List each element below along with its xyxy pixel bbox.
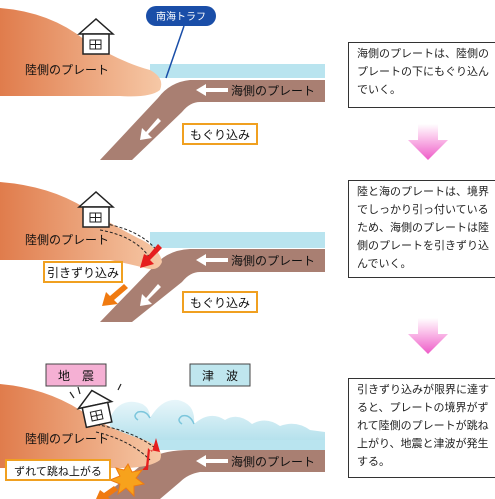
left-arrow-icon xyxy=(196,254,228,266)
red-arrow-icon xyxy=(140,244,162,268)
tilted-house-icon xyxy=(76,389,114,429)
house-icon xyxy=(77,190,115,228)
drag-label-box xyxy=(43,261,123,283)
ocean-plate-label: 海側のプレート xyxy=(231,454,315,469)
land-plate-label: 陸側のプレート xyxy=(25,432,109,446)
sea-water xyxy=(150,64,325,78)
subduct-label: もぐり込み xyxy=(190,128,250,142)
original-position-dashed xyxy=(95,431,151,461)
drag-label: 引きずり込み xyxy=(47,266,119,280)
ocean-plate-label: 海側のプレート xyxy=(231,253,315,268)
ocean-plate-label: 海側のプレート xyxy=(231,83,315,98)
original-position-dashed xyxy=(99,229,151,259)
earthquake-label: 地 震 xyxy=(58,369,94,383)
earthquake-badge xyxy=(45,363,107,387)
tsunami-wave xyxy=(110,399,325,450)
trough-label: 南海トラフ xyxy=(156,10,206,23)
land-plate xyxy=(0,182,162,270)
panel-1: 陸側のプレート 南海トラフ 海側のプレート もぐり込み xyxy=(0,6,325,160)
land-plate-label: 陸側のプレート xyxy=(25,63,109,77)
subduct-label: もぐり込み xyxy=(190,296,250,310)
down-arrow-icon xyxy=(408,318,448,354)
ocean-plate xyxy=(100,80,325,160)
wave-curl xyxy=(134,410,151,421)
orange-arrow-icon xyxy=(102,284,128,306)
land-plate xyxy=(0,8,162,97)
down-arrow-icon xyxy=(408,124,448,160)
down-left-arrow-icon xyxy=(140,284,161,306)
panel-3: 地 震 津 波 陸側のプレート ずれて跳ね上がる 海側のプレート xyxy=(0,363,325,499)
left-arrow-icon xyxy=(196,84,228,96)
sea-water xyxy=(150,232,325,248)
wave-curl xyxy=(178,414,195,425)
motion-lines xyxy=(69,383,122,399)
rebound-label-box xyxy=(5,459,111,481)
panel-2: 陸側のプレート 引きずり込み 海側のプレート もぐり込み xyxy=(0,182,325,322)
land-plate xyxy=(0,384,161,468)
trough-pointer xyxy=(165,25,185,79)
rebound-label: ずれて跳ね上がる xyxy=(14,464,102,478)
red-arrow-icon xyxy=(142,438,160,470)
down-left-arrow-icon xyxy=(140,118,161,140)
description-box-2: 陸と海のプレートは、境界 でしっかり引っ付いている ため、海側のプレートは陸 側… xyxy=(348,180,495,278)
land-plate-label: 陸側のプレート xyxy=(25,233,109,247)
explosion-icon xyxy=(108,463,146,498)
orange-arrow-icon xyxy=(96,486,118,499)
subduct-label-box xyxy=(182,291,258,313)
trough-badge xyxy=(146,6,216,26)
left-arrow-icon xyxy=(196,455,228,467)
sea-water xyxy=(150,440,325,450)
description-box-3: 引きずり込みが限界に達す ると、プレートの境界がず れて陸側のプレートが跳ね 上… xyxy=(348,378,495,478)
description-box-1: 海側のプレートは、陸側の プレートの下にもぐり込ん でいく。 xyxy=(348,42,495,108)
tsunami-label: 津 波 xyxy=(202,369,238,383)
tsunami-badge xyxy=(189,363,251,387)
subduct-label-box xyxy=(182,123,258,145)
house-icon xyxy=(77,17,115,55)
